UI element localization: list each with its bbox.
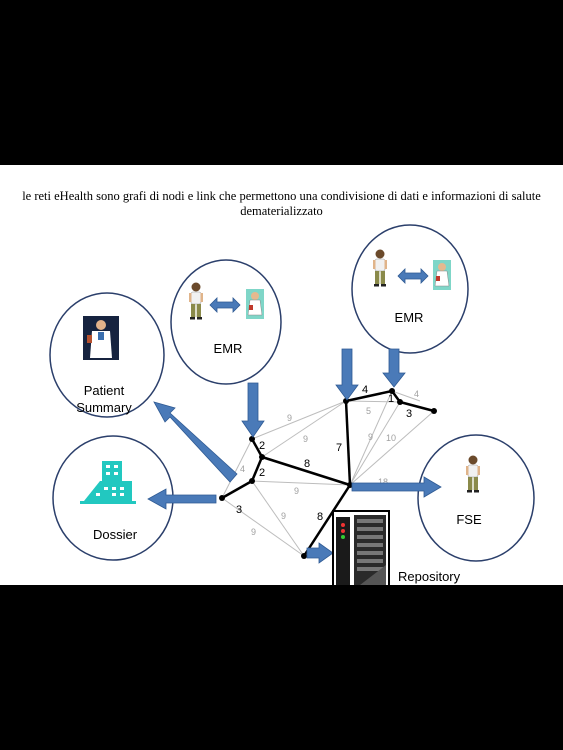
ehealth-network-diagram: 2 2 3 8 7 4 1 3 8 9 4 9 9 9 9 5 9 10 4 1… xyxy=(49,224,535,585)
edge-weight: 3 xyxy=(236,504,242,516)
slide-caption: le reti eHealth sono grafi di nodi e lin… xyxy=(10,189,553,219)
network-nodes xyxy=(219,388,437,559)
building-icon xyxy=(80,461,136,504)
nurse-icon xyxy=(432,259,452,291)
edge-weight: 10 xyxy=(386,433,396,443)
edge-weight: 7 xyxy=(336,442,342,454)
fse-label: FSE xyxy=(456,512,482,527)
edge-weight: 1 xyxy=(388,393,394,405)
edge-weight: 9 xyxy=(303,434,308,444)
edge-weight: 9 xyxy=(281,511,286,521)
edge-weight: 4 xyxy=(362,384,368,396)
edge-weight: 5 xyxy=(366,406,371,416)
edge-weight: 4 xyxy=(414,389,419,399)
patient-summary-label-line2: Summary xyxy=(76,400,132,415)
nurse-icon xyxy=(245,288,265,320)
fse-circle xyxy=(417,434,535,562)
edge-weight: 2 xyxy=(259,440,265,452)
server-rack-icon xyxy=(332,510,390,585)
flow-arrows xyxy=(147,348,442,564)
emr-left-circle xyxy=(170,259,282,385)
caption-line-1: le reti eHealth sono grafi di nodi e lin… xyxy=(22,189,541,203)
repository-label: Repository xyxy=(398,569,461,584)
edge-weight: 4 xyxy=(240,464,245,474)
doctor-icon xyxy=(83,316,119,360)
edge-weight: 9 xyxy=(368,432,373,442)
caption-line-2: dematerializzato xyxy=(240,204,323,218)
edge-weight: 3 xyxy=(406,408,412,420)
edge-weight: 8 xyxy=(304,458,310,470)
edge-weight: 2 xyxy=(259,467,265,479)
edge-weight: 18 xyxy=(378,477,388,487)
dossier-label: Dossier xyxy=(93,527,138,542)
emr-left-label: EMR xyxy=(214,341,243,356)
edge-weight: 9 xyxy=(251,527,256,537)
edge-weight: 9 xyxy=(294,486,299,496)
grey-links xyxy=(221,390,435,557)
emr-right-label: EMR xyxy=(395,310,424,325)
patient-summary-label-line1: Patient xyxy=(84,383,125,398)
edge-weight: 9 xyxy=(287,413,292,423)
slide: le reti eHealth sono grafi di nodi e lin… xyxy=(0,165,563,585)
black-links xyxy=(221,389,435,557)
edge-weight: 8 xyxy=(317,511,323,523)
